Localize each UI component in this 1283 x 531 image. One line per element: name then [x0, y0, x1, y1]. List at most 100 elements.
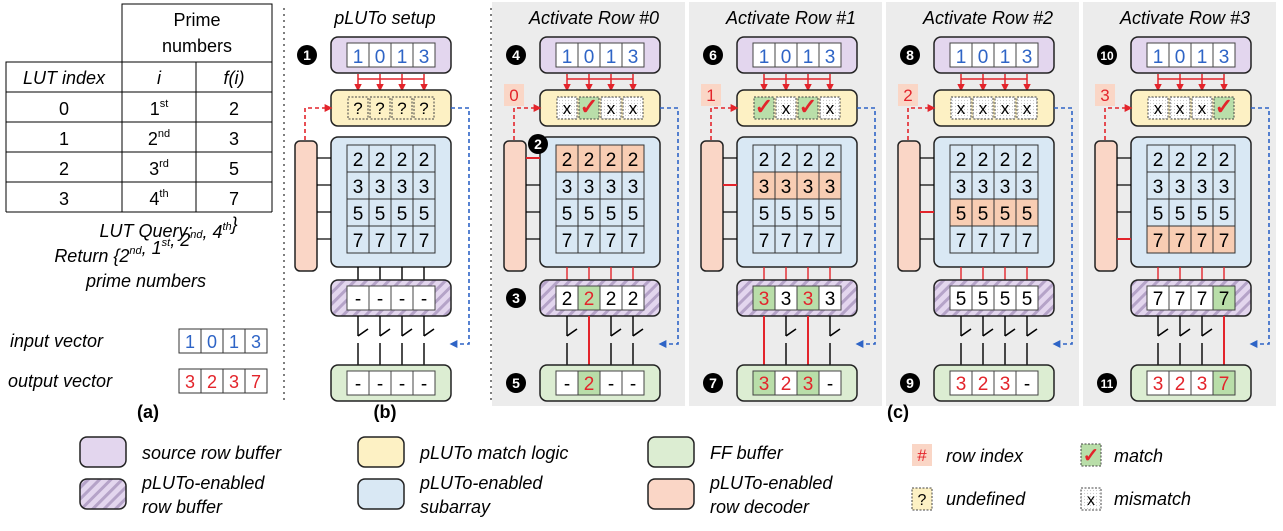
row-decoder: [294, 140, 318, 272]
row-decoder: [897, 140, 921, 272]
step-badge: [703, 373, 723, 393]
match-cell: ?: [375, 99, 384, 118]
ff-buffer-cell: 3: [1000, 374, 1011, 395]
table-header-fi: f(i): [224, 68, 245, 88]
subarray-cell: 7: [978, 231, 989, 252]
legend-label-subarray: subarray: [420, 497, 491, 517]
svg-text:2: 2: [534, 136, 542, 152]
legend-swatch-row_buffer: [79, 478, 127, 510]
vector-cell: 3: [185, 372, 195, 392]
subarray-cell: 2: [606, 150, 617, 171]
ff-buffer-cell: -: [399, 374, 405, 395]
row-buffer-cell: 5: [1000, 289, 1011, 310]
svg-text:#: #: [917, 446, 927, 465]
svg-text:x: x: [1087, 492, 1095, 509]
row-buffer-cell: 2: [606, 289, 617, 310]
subarray-cell: 3: [978, 177, 989, 198]
row-index: 2: [903, 86, 912, 105]
vector-cell: 3: [251, 332, 261, 352]
subarray-cell: 5: [419, 204, 430, 225]
ff-buffer-cell: 3: [759, 374, 770, 395]
match-cell: ✓: [755, 94, 773, 119]
row-buffer-cell: -: [377, 289, 383, 310]
svg-text:1: 1: [803, 47, 814, 68]
match-cell: ✓: [799, 94, 817, 119]
svg-text:1: 1: [759, 47, 770, 68]
svg-text:3: 3: [825, 47, 836, 68]
subarray-cell: 5: [353, 204, 364, 225]
svg-text:10: 10: [1100, 49, 1114, 63]
ff-buffer-cell: 2: [584, 374, 595, 395]
legend-swatch-row_decoder: [647, 478, 695, 510]
subarray-cell: 2: [956, 150, 967, 171]
svg-text:0: 0: [978, 47, 989, 68]
match-cell: x: [826, 99, 835, 118]
svg-text:3: 3: [419, 47, 430, 68]
table-cell-index: 0: [59, 99, 69, 119]
legend-label-mismatch: mismatch: [1114, 489, 1191, 509]
ff-buffer-cell: -: [377, 374, 383, 395]
subarray-cell: 3: [353, 177, 364, 198]
step-badge: [1097, 373, 1117, 393]
panel-title: pLUTo setup: [333, 8, 435, 28]
ff-buffer-cell: -: [421, 374, 427, 395]
panel-title: Activate Row #3: [1119, 8, 1250, 28]
query-line2: Return {2nd, 1st, 2nd, 4th}: [54, 214, 237, 266]
subarray-cell: 7: [1219, 231, 1230, 252]
legend-label-row_buffer: row buffer: [142, 497, 223, 517]
subarray-cell: 7: [825, 231, 836, 252]
subarray-cell: 7: [397, 231, 408, 252]
svg-text:1: 1: [303, 47, 311, 63]
legend-label-row_decoder: pLUTo-enabled: [709, 473, 833, 493]
subarray-cell: 2: [803, 150, 814, 171]
match-cell: x: [1198, 99, 1207, 118]
subarray-cell: 3: [419, 177, 430, 198]
vector-cell: 7: [251, 372, 261, 392]
row-buffer-cell: 5: [978, 289, 989, 310]
row-buffer-cell: 7: [1219, 289, 1230, 310]
subarray-cell: 2: [1153, 150, 1164, 171]
subarray-cell: 3: [825, 177, 836, 198]
subarray-cell: 2: [584, 150, 595, 171]
subarray-cell: 5: [781, 204, 792, 225]
subarray-cell: 7: [1197, 231, 1208, 252]
subarray-cell: 2: [353, 150, 364, 171]
subarray-cell: 7: [419, 231, 430, 252]
ff-buffer-cell: -: [630, 374, 636, 395]
subarray-cell: 7: [562, 231, 573, 252]
row-buffer-cell: 5: [956, 289, 967, 310]
subarray-cell: 2: [419, 150, 430, 171]
row-index-box: [898, 84, 918, 106]
subarray-cell: 2: [978, 150, 989, 171]
vector-cell: 3: [229, 372, 239, 392]
ff-buffer-cell: 3: [1197, 374, 1208, 395]
svg-text:9: 9: [906, 375, 914, 391]
svg-text:1: 1: [1153, 47, 1164, 68]
subarray-cell: 5: [1153, 204, 1164, 225]
legend-swatch-undefined: [911, 487, 933, 511]
table-cell-i: 3rd: [149, 158, 169, 179]
subarray-cell: 3: [956, 177, 967, 198]
subarray-cell: 2: [1000, 150, 1011, 171]
subarray-cell: 3: [397, 177, 408, 198]
svg-text:1: 1: [1197, 47, 1208, 68]
svg-text:✓: ✓: [1083, 445, 1100, 467]
table-header-lut-index: LUT index: [23, 68, 106, 88]
subarray-cell: 3: [606, 177, 617, 198]
subarray-cell: 2: [759, 150, 770, 171]
step-badge: [506, 45, 526, 65]
legend-label-match_logic: pLUTo match logic: [419, 443, 568, 463]
ff-buffer-cell: -: [827, 374, 833, 395]
panel-title: Activate Row #1: [725, 8, 856, 28]
row-buffer-cell: 7: [1197, 289, 1208, 310]
match-cell: ✓: [580, 94, 598, 119]
legend-swatch-match: [1080, 443, 1102, 467]
svg-text:8: 8: [906, 47, 914, 63]
table-cell-i: 4th: [149, 188, 168, 209]
ff-buffer-cell: -: [564, 374, 570, 395]
